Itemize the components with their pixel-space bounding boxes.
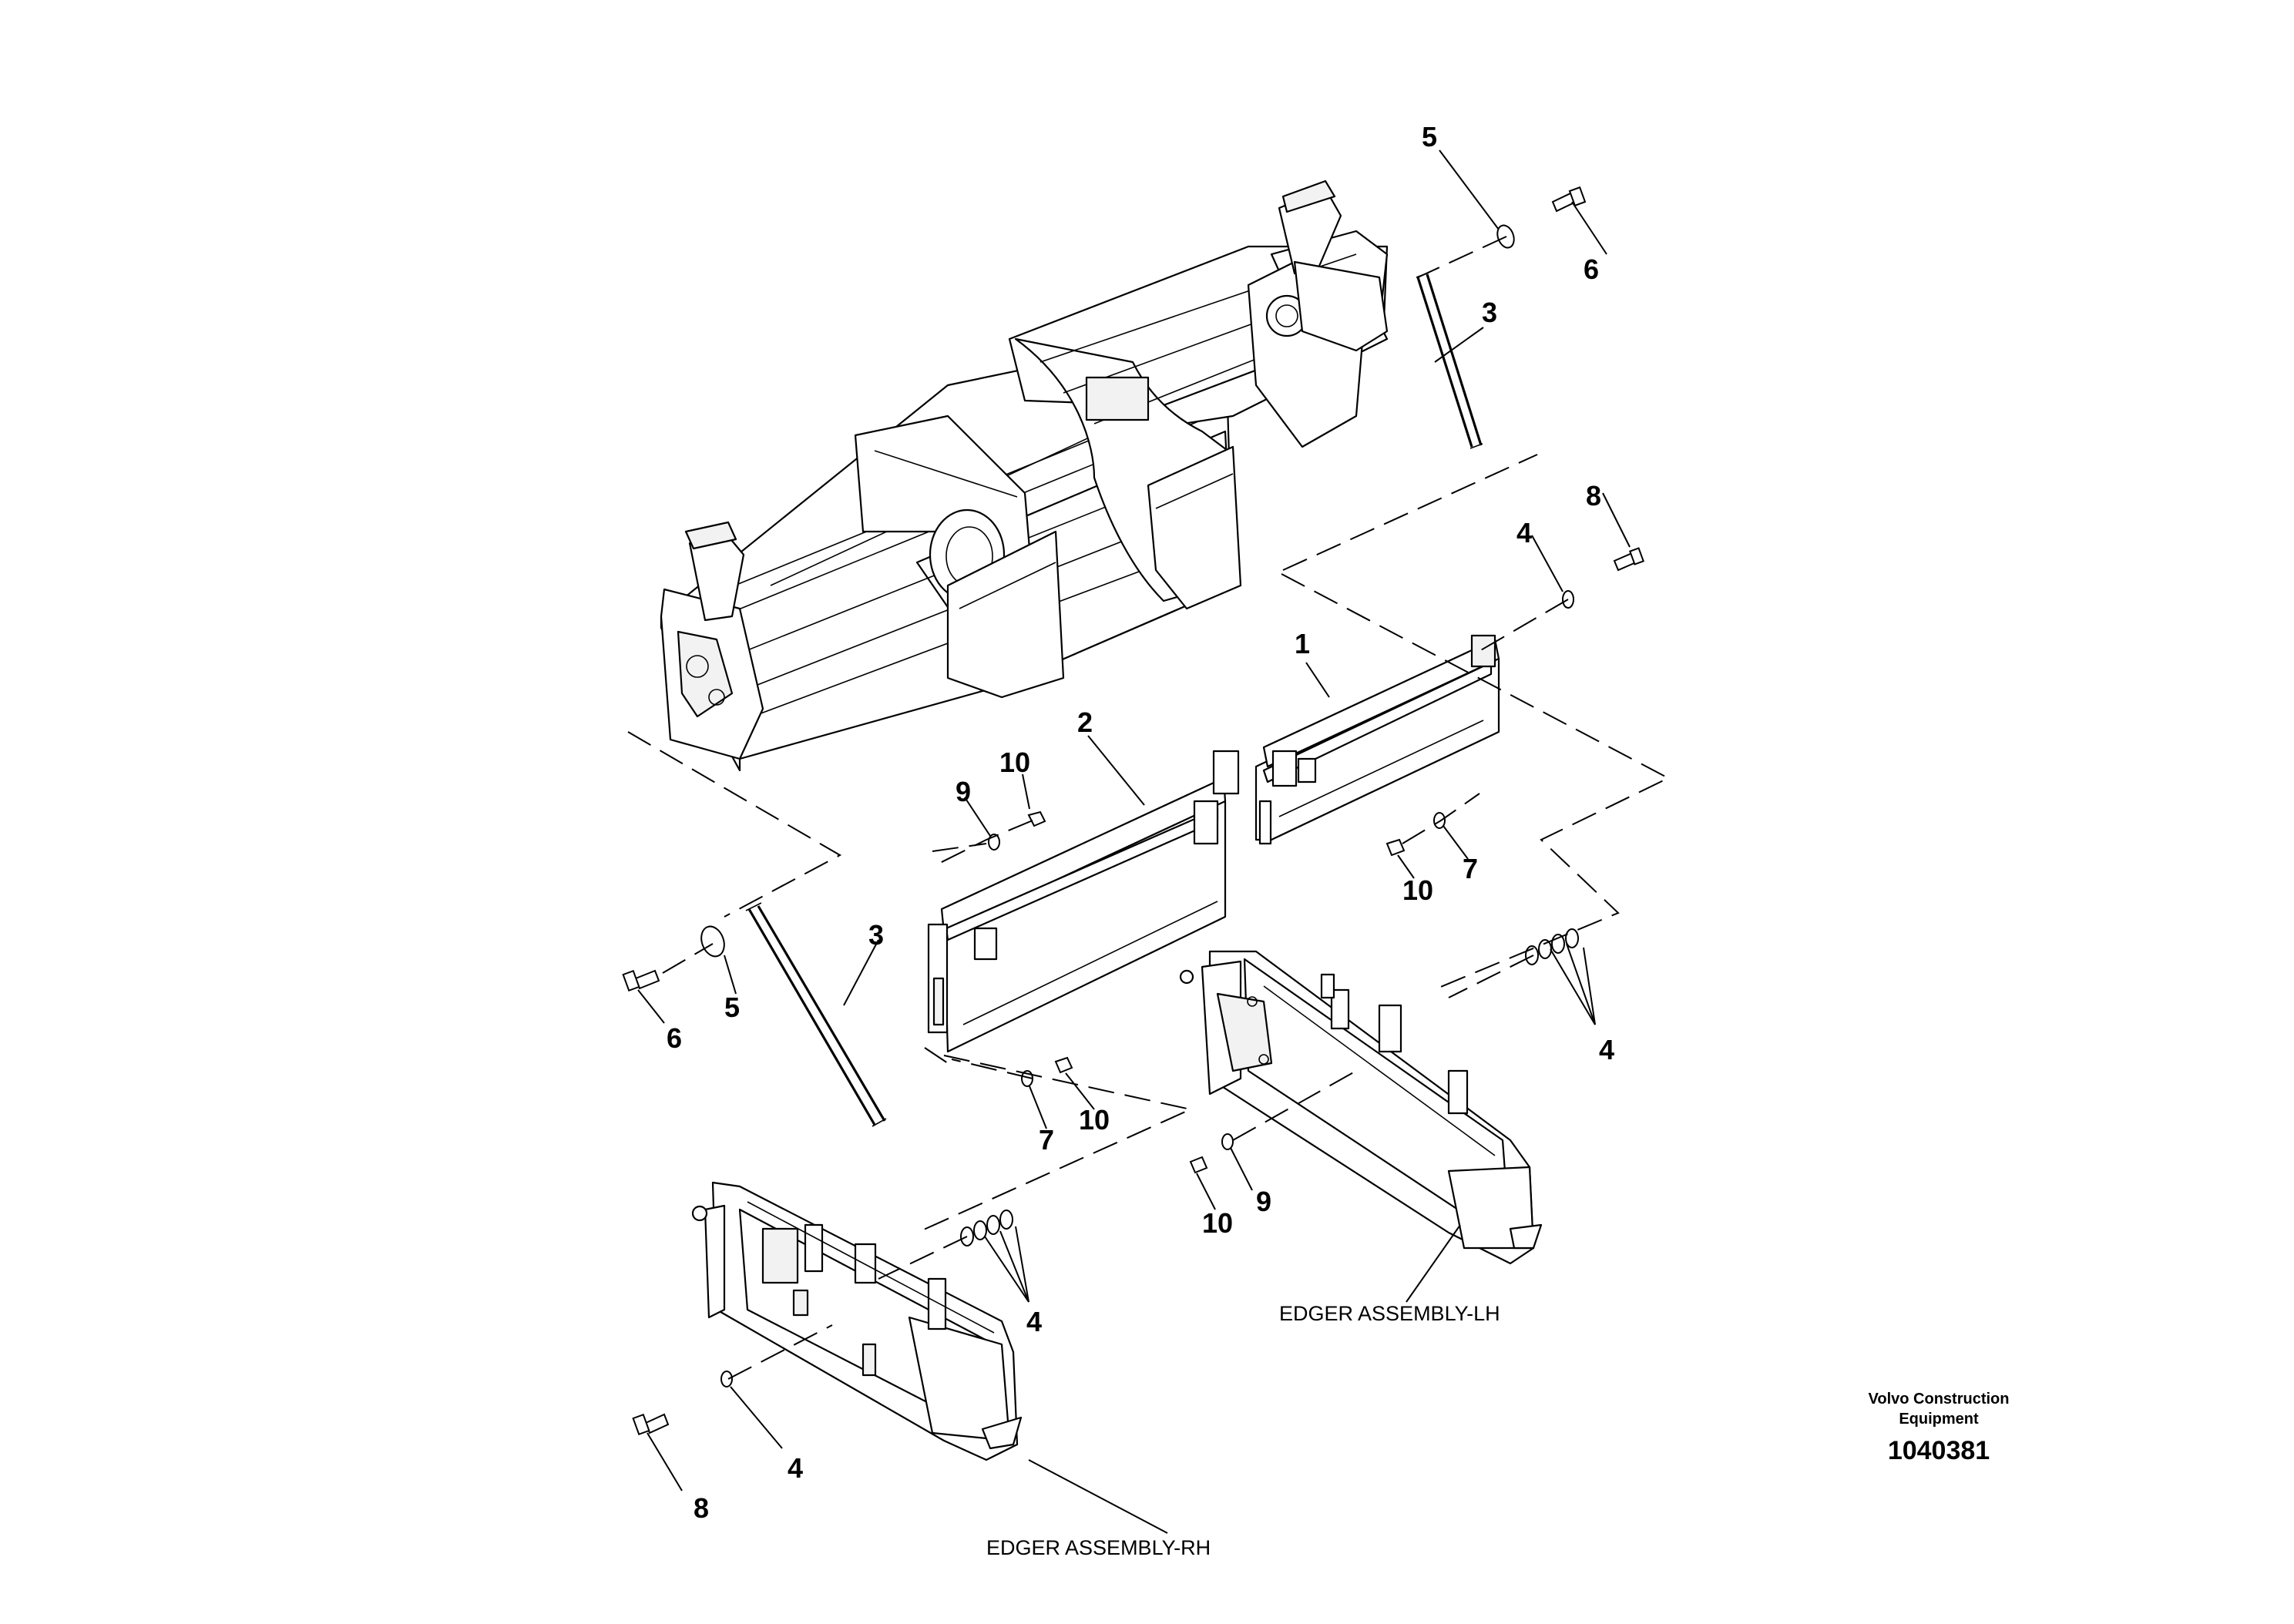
brand-line-1: Volvo Construction	[1869, 1391, 2010, 1408]
assembly-captions: EDGER ASSEMBLY-LH EDGER ASSEMBLY-RH	[986, 1302, 1500, 1559]
callout-7-b: 7	[1039, 1124, 1054, 1156]
leader-lines	[637, 149, 1631, 1534]
callout-2: 2	[1077, 706, 1093, 738]
callout-10-c: 10	[1079, 1104, 1110, 1136]
assembly-lines	[627, 236, 1671, 1380]
document-number: 1040381	[1888, 1436, 1990, 1465]
edger-assembly-rh	[691, 1181, 1023, 1461]
callout-10-d: 10	[1202, 1207, 1233, 1239]
caption-edger-assembly-lh: EDGER ASSEMBLY-LH	[1279, 1302, 1500, 1325]
side-plate-item-1	[1254, 634, 1500, 845]
brand-line-2: Equipment	[1899, 1411, 1979, 1428]
callout-6-top: 6	[1584, 253, 1599, 285]
callout-5-left: 5	[724, 992, 740, 1023]
title-block: Volvo Construction Equipment 1040381	[1869, 1391, 2010, 1465]
nut-item-10-b	[1385, 838, 1406, 857]
nut-item-10-c	[1054, 1056, 1073, 1074]
callout-8-top: 8	[1586, 480, 1601, 512]
callout-8-bottom: 8	[694, 1492, 709, 1524]
side-plate-item-2	[927, 750, 1240, 1053]
callout-6-left: 6	[667, 1022, 682, 1054]
washer-item-5-left	[700, 925, 725, 958]
caption-edger-assembly-rh: EDGER ASSEMBLY-RH	[986, 1536, 1211, 1559]
callout-4-bottom: 4	[788, 1452, 803, 1484]
callout-10-a: 10	[999, 747, 1030, 778]
washer-item-4-bottom	[720, 1371, 733, 1387]
callout-3-left: 3	[868, 919, 884, 951]
washer-item-9-b	[1221, 1133, 1234, 1150]
rod-right	[1416, 272, 1483, 449]
rod-left	[745, 902, 887, 1127]
screed-frame-right-section	[1008, 180, 1389, 610]
callout-9-a: 9	[956, 776, 971, 807]
callout-7-a: 7	[1463, 853, 1478, 884]
nut-item-10-a	[1027, 810, 1046, 827]
nut-item-10-d	[1189, 1156, 1208, 1174]
edger-assembly-lh	[1179, 950, 1543, 1265]
callout-9-b: 9	[1256, 1186, 1271, 1217]
callout-3-top: 3	[1482, 297, 1497, 328]
callout-10-b: 10	[1402, 874, 1433, 906]
callout-labels: 5 6 3 8 4 1 2 10 9 7 10 3 5 6 4 7 10 9 1…	[667, 121, 1614, 1524]
washer-item-7-a	[1433, 812, 1446, 829]
callout-4-top: 4	[1516, 517, 1532, 549]
callout-4-mid: 4	[1026, 1306, 1042, 1337]
callout-4-right: 4	[1599, 1034, 1614, 1065]
callout-1: 1	[1295, 628, 1310, 659]
callout-5-top: 5	[1422, 121, 1437, 153]
